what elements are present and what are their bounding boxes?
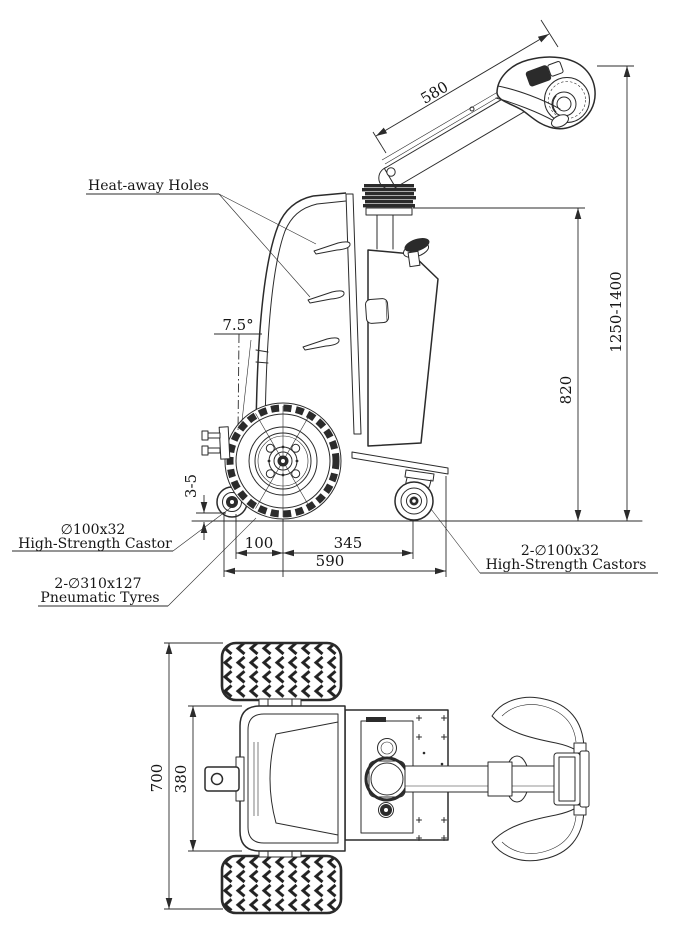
tyres-spec: 2-∅310x127 [54,576,141,592]
handle-shaft-top [404,765,559,793]
dim-1250-1400: 1250-1400 [607,271,625,352]
mast-rail [345,193,362,435]
hitch-pin-hole [210,772,224,786]
rear-castor-name: High-Strength Castor [18,536,172,552]
machine-cowl [255,192,362,435]
tiller-wing-upper [491,696,585,761]
top-tyre-left [220,641,343,702]
dim-height-range: 1250-1400 [597,65,634,521]
front-castors-name: High-Strength Castors [486,557,647,573]
battery-box [365,238,439,447]
body-top [239,705,346,852]
rear-castor-spec: ∅100x32 [61,522,126,538]
tiller-wing-lower [491,797,585,862]
hitch-tab-top [204,756,245,802]
knob [404,238,430,252]
switch [365,298,389,324]
dim-345: 345 [334,534,363,552]
label-rear-castor: ∅100x32 High-Strength Castor [12,502,238,552]
dim-100: 100 [245,534,274,552]
top-tyre-right [220,854,343,915]
tyres-name: Pneumatic Tyres [40,590,159,606]
dim-590: 590 [316,552,345,570]
label-heat-away-holes: Heat-away Holes [86,178,317,298]
dim-820: 820 [557,376,575,405]
heat-away-slots [302,241,351,351]
dim-580: 580 [418,78,452,108]
bolt-marks [416,715,447,841]
front-castors-spec: 2-∅100x32 [521,543,599,559]
pneumatic-tyre [224,402,342,520]
heat-away-holes-text: Heat-away Holes [88,178,209,194]
dim-castor-clearance: 3-5 [182,474,226,540]
steering-bellows [362,184,416,250]
dim-body-width: 380 [172,705,242,852]
frame-rail [351,451,449,475]
label-pneumatic-tyres: 2-∅310x127 Pneumatic Tyres [38,517,257,607]
front-castor [394,469,435,521]
dim-700: 700 [148,764,166,793]
top-view: 700 380 [148,641,590,915]
side-view: 580 1250-1400 820 7.5° 3-5 [12,19,658,607]
dim-tilt-angle: 7.5° [214,316,262,433]
handle-pivot-bolt [386,167,396,177]
steering-column-top [364,738,410,818]
tiller-top [404,696,590,862]
dim-wheelbase: 100 345 590 [223,476,447,577]
dim-7-5deg: 7.5° [222,316,253,334]
hitch-bracket [201,426,231,460]
throttle-wheel [552,95,557,113]
label-front-castors: 2-∅100x32 High-Strength Castors [430,508,658,574]
dim-overall-width: 700 [148,642,223,910]
dim-3-5: 3-5 [182,474,200,498]
dim-deck-height: 820 [413,207,585,521]
dim-380: 380 [172,765,190,794]
